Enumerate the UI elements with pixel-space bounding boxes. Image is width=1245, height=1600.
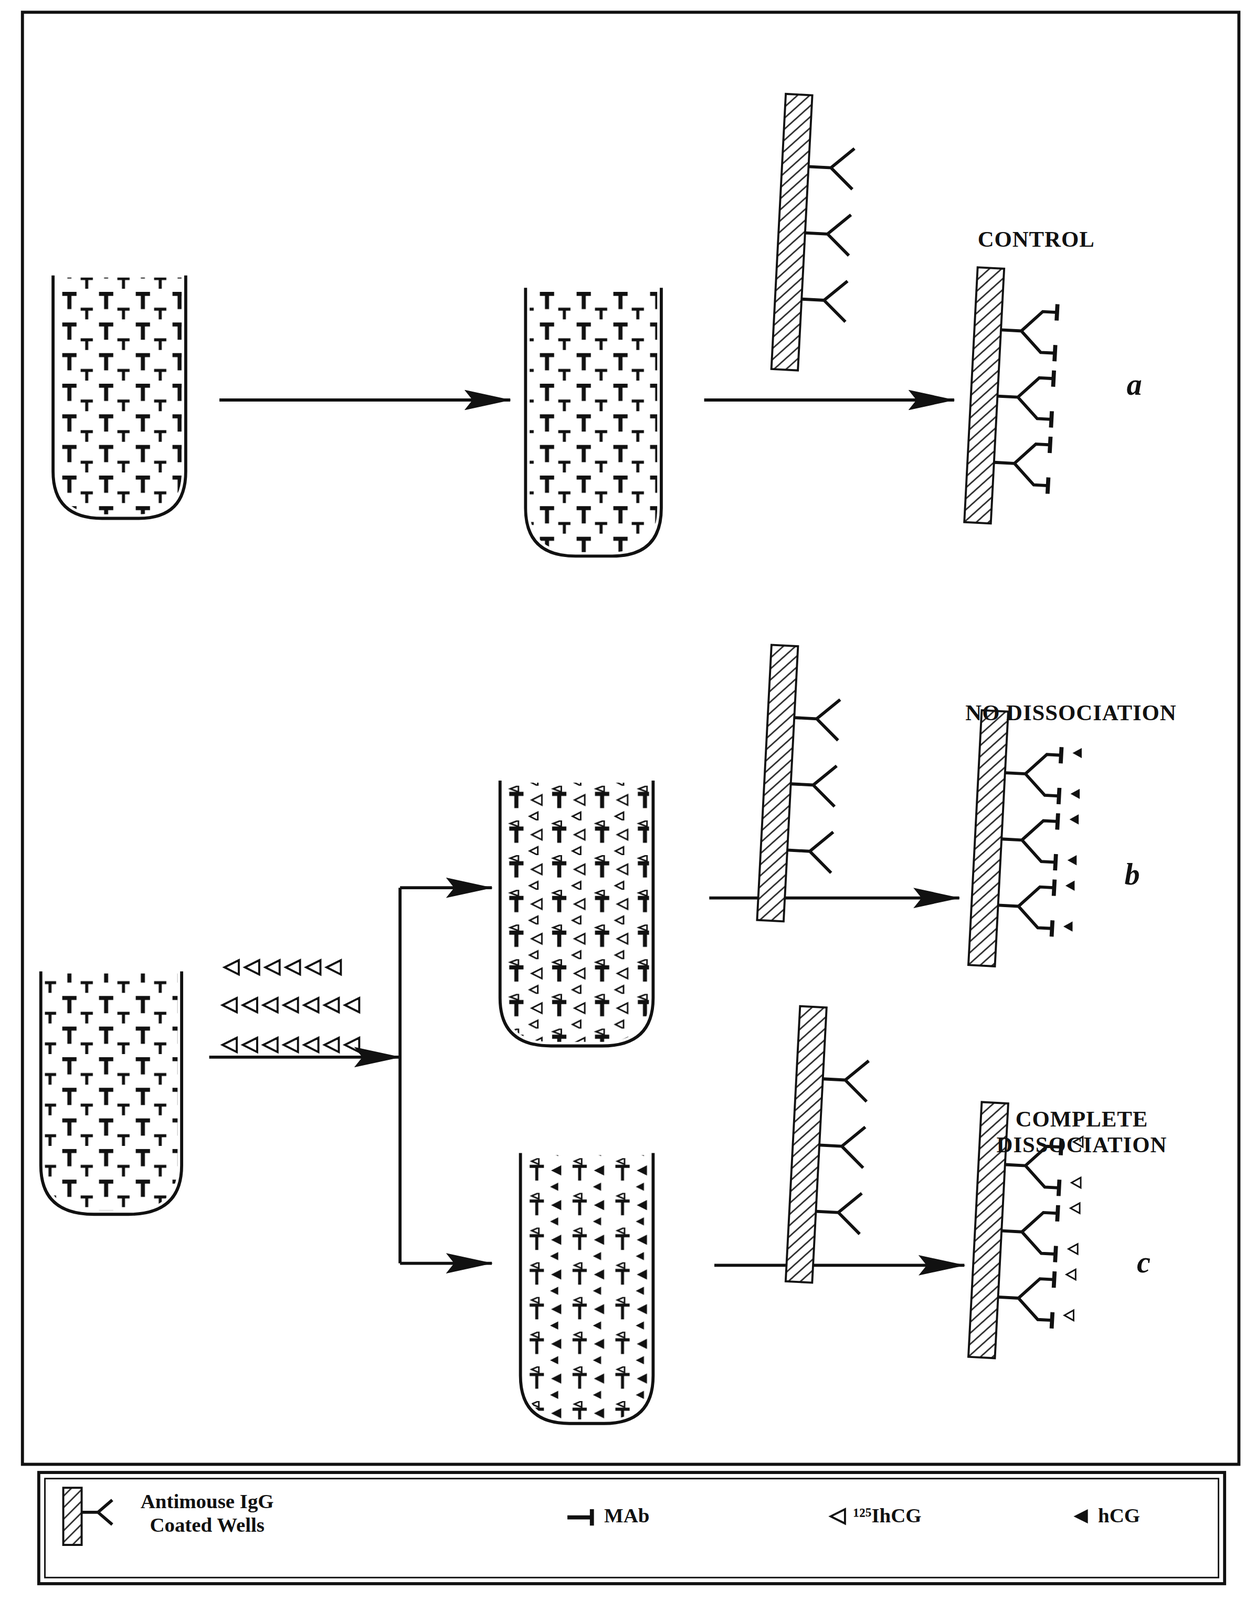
- coated-wells: [756, 93, 1063, 1361]
- panel-letter: a: [1126, 367, 1143, 403]
- panel-title: CONTROL: [977, 226, 1095, 253]
- process-arrows: [209, 399, 965, 1265]
- legend-text: MAb: [604, 1503, 650, 1528]
- panel-letter: b: [1124, 857, 1141, 893]
- legend-text: Antimouse IgG Coated Wells: [120, 1489, 294, 1537]
- test-tubes: [40, 275, 662, 1424]
- panel-title: NO DISSOCIATION: [965, 700, 1177, 726]
- legend-text: hCG: [1098, 1503, 1141, 1528]
- bound-hcg: [1063, 747, 1083, 1321]
- panel-title: COMPLETE DISSOCIATION: [969, 1105, 1195, 1158]
- legend-box: [38, 1472, 1225, 1584]
- outer-frame: [22, 12, 1240, 1464]
- panel-letter: c: [1136, 1245, 1151, 1281]
- hcg-triangles: [222, 959, 360, 1052]
- legend-text: ¹²⁵IhCG: [852, 1503, 922, 1528]
